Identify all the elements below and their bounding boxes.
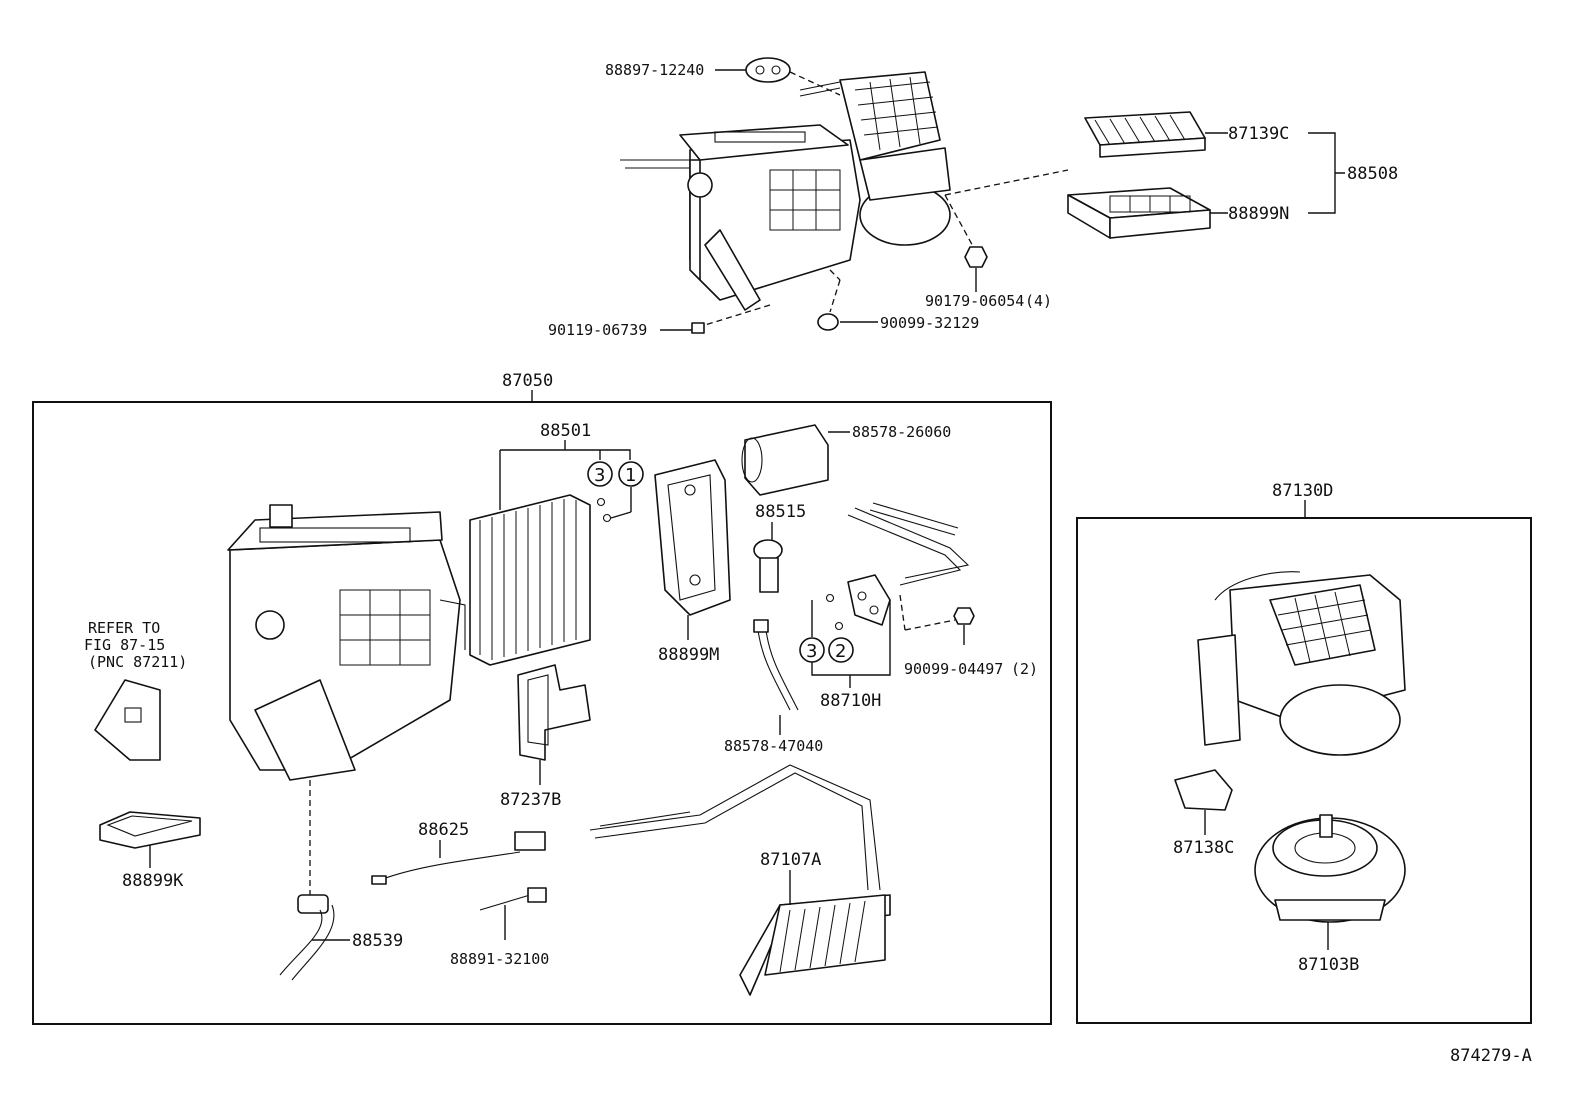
thermistor-88625 <box>371 831 546 885</box>
label-88899N: 88899N <box>1228 204 1289 224</box>
callout-2: 2 <box>828 621 854 663</box>
insulator-88578-26060 <box>741 424 850 496</box>
clip-90099-32129 <box>817 269 878 331</box>
label-90179-06054: 90179-06054 <box>925 292 1024 310</box>
svg-text:1: 1 <box>625 465 636 486</box>
box-87050 <box>32 401 1052 1025</box>
hvac-case-main <box>227 504 466 781</box>
label-88899K: 88899K <box>122 871 184 891</box>
box-87130D <box>1076 517 1532 1024</box>
callout-1: 1 <box>602 461 644 523</box>
label-87237B: 87237B <box>500 790 561 810</box>
label-90119-06739: 90119-06739 <box>548 321 647 339</box>
part-88899K <box>99 811 201 868</box>
diagram-id: 874279-A <box>1450 1046 1532 1066</box>
label-88539: 88539 <box>352 931 403 951</box>
label-90099-04497: 90099-04497 <box>904 660 1003 678</box>
label-88899M: 88899M <box>658 645 719 665</box>
title-87050: 87050 <box>502 371 553 391</box>
grommet-88897-12240 <box>715 57 841 96</box>
pipe-88710H <box>847 502 970 626</box>
svg-text:2: 2 <box>835 641 846 662</box>
blower-assembly <box>1197 571 1406 756</box>
heater-core-87107A <box>589 764 891 996</box>
label-88508: 88508 <box>1347 164 1398 184</box>
refer-note-line2: FIG 87-15 <box>84 636 165 654</box>
servo-motor <box>94 679 161 761</box>
nut-90179-06054 <box>944 194 988 292</box>
refer-note-line3: (PNC 87211) <box>88 653 187 671</box>
blower-motor-87103B <box>1254 814 1406 950</box>
label-87107A: 87107A <box>760 850 821 870</box>
evaporator-88501 <box>469 449 631 666</box>
label-88515: 88515 <box>755 502 806 522</box>
bolt-90099-04497 <box>899 594 975 645</box>
refer-note-line1: REFER TO <box>88 619 160 637</box>
bracket-87237B <box>517 664 591 785</box>
label-88710H: 88710H <box>820 691 881 711</box>
cover-88899M <box>654 459 731 640</box>
expansion-valve-88515 <box>753 522 783 593</box>
label-88578-26060: 88578-26060 <box>852 423 951 441</box>
filter-case-88899N <box>1067 187 1211 239</box>
label-87139C: 87139C <box>1228 124 1289 144</box>
label-87103B: 87103B <box>1298 955 1359 975</box>
label-88578-47040: 88578-47040 <box>724 737 823 755</box>
label-88891-32100: 88891-32100 <box>450 950 549 968</box>
svg-text:3: 3 <box>806 641 817 662</box>
callout-3a: 3 <box>587 461 613 507</box>
label-88501: 88501 <box>540 421 591 441</box>
label-90099-04497-qty: (2) <box>1011 660 1038 678</box>
label-90179-06054-qty: (4) <box>1025 292 1052 310</box>
top-hvac-unit <box>620 71 951 311</box>
bolt-90119-06739 <box>660 304 771 334</box>
label-88897-12240: 88897-12240 <box>605 61 704 79</box>
label-87138C: 87138C <box>1173 838 1234 858</box>
svg-text:3: 3 <box>594 465 605 486</box>
filter-87139C <box>1084 111 1206 158</box>
label-90099-32129: 90099-32129 <box>880 314 979 332</box>
resistor-87138C <box>1174 769 1233 835</box>
title-87130D: 87130D <box>1272 481 1333 501</box>
sensor-88891-32100 <box>479 887 547 940</box>
drain-hose-88539 <box>279 894 350 981</box>
hose-88578-47040 <box>753 619 799 735</box>
label-88625: 88625 <box>418 820 469 840</box>
